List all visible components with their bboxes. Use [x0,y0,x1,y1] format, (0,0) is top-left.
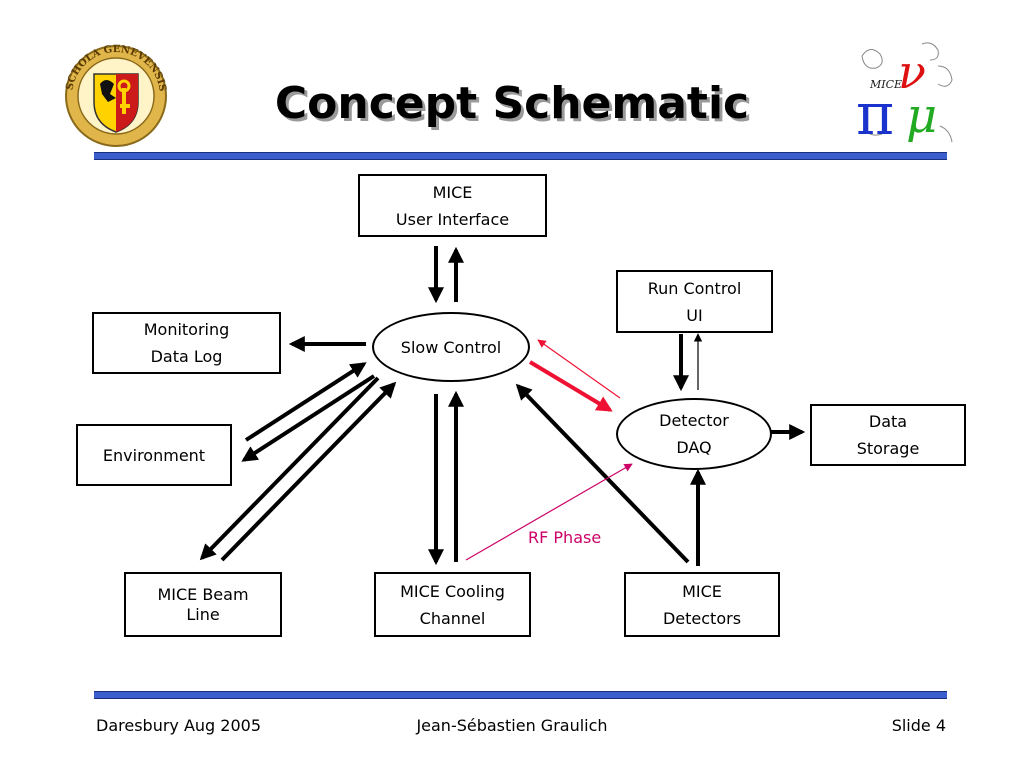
detectors-line1: MICE [682,581,722,601]
slide-title: Concept Schematic [274,78,750,129]
mice-logo-text: MICE [869,78,902,91]
mice-beam-line-box: MICE Beam Line [124,572,282,637]
storage-line2: Storage [856,439,920,458]
mice-cooling-channel-box: MICE Cooling Channel [374,572,531,637]
nu-symbol: ν [898,45,926,99]
monitoring-line2: Data Log [150,347,223,366]
footer-author: Jean-Sébastien Graulich [416,716,608,735]
arrow-slowcontrol-to-daq [528,360,613,412]
geneva-university-logo: SCHOLA GENEVENSIS [64,44,168,147]
pi-symbol: π [856,80,894,148]
rf-phase-label: RF Phase [528,528,602,547]
ui-line2: User Interface [395,209,510,229]
footer-slide-number: Slide 4 [891,716,946,735]
daq-line2: DAQ [676,438,712,457]
monitoring-line1: Monitoring [143,320,230,339]
run-control-line2: UI [686,305,703,325]
mu-symbol: μ [906,88,937,144]
rf-phase-line [465,463,633,561]
arrow-daq-to-slowcontrol [537,339,621,399]
arrow-slowcontrol-to-beamline [199,376,380,561]
beam-line1: MICE Beam [157,584,249,604]
environment-box: Environment [76,424,232,486]
detector-daq-node: Detector DAQ [616,398,772,470]
top-divider [94,152,947,160]
bottom-divider [94,691,947,699]
mice-user-interface-box: MICE User Interface [358,174,547,237]
storage-line1: Data [868,412,908,431]
daq-line1: Detector [659,411,729,430]
environment-label: Environment [102,445,206,465]
arrow-slowcontrol-to-environment [241,374,376,462]
mice-detectors-box: MICE Detectors [624,572,780,637]
cooling-line2: Channel [419,608,486,628]
slow-control-node: Slow Control [372,312,530,382]
data-storage-box: Data Storage [810,404,966,466]
cooling-line1: MICE Cooling [400,581,505,601]
footer-date: Daresbury Aug 2005 [96,716,262,735]
beam-line2: Line [186,604,220,624]
mice-logo: MICE π ν μ [854,38,960,152]
arrow-detectors-to-slowcontrol [515,383,690,564]
monitoring-data-log-box: Monitoring Data Log [92,312,281,374]
run-control-line1: Run Control [647,278,742,298]
arrow-beamline-to-slowcontrol [220,381,397,562]
arrow-environment-to-slowcontrol [244,362,367,442]
run-control-ui-box: Run Control UI [616,270,773,333]
detectors-line2: Detectors [662,608,742,628]
slow-control-label: Slow Control [400,337,502,357]
ui-line1: MICE [432,182,473,202]
